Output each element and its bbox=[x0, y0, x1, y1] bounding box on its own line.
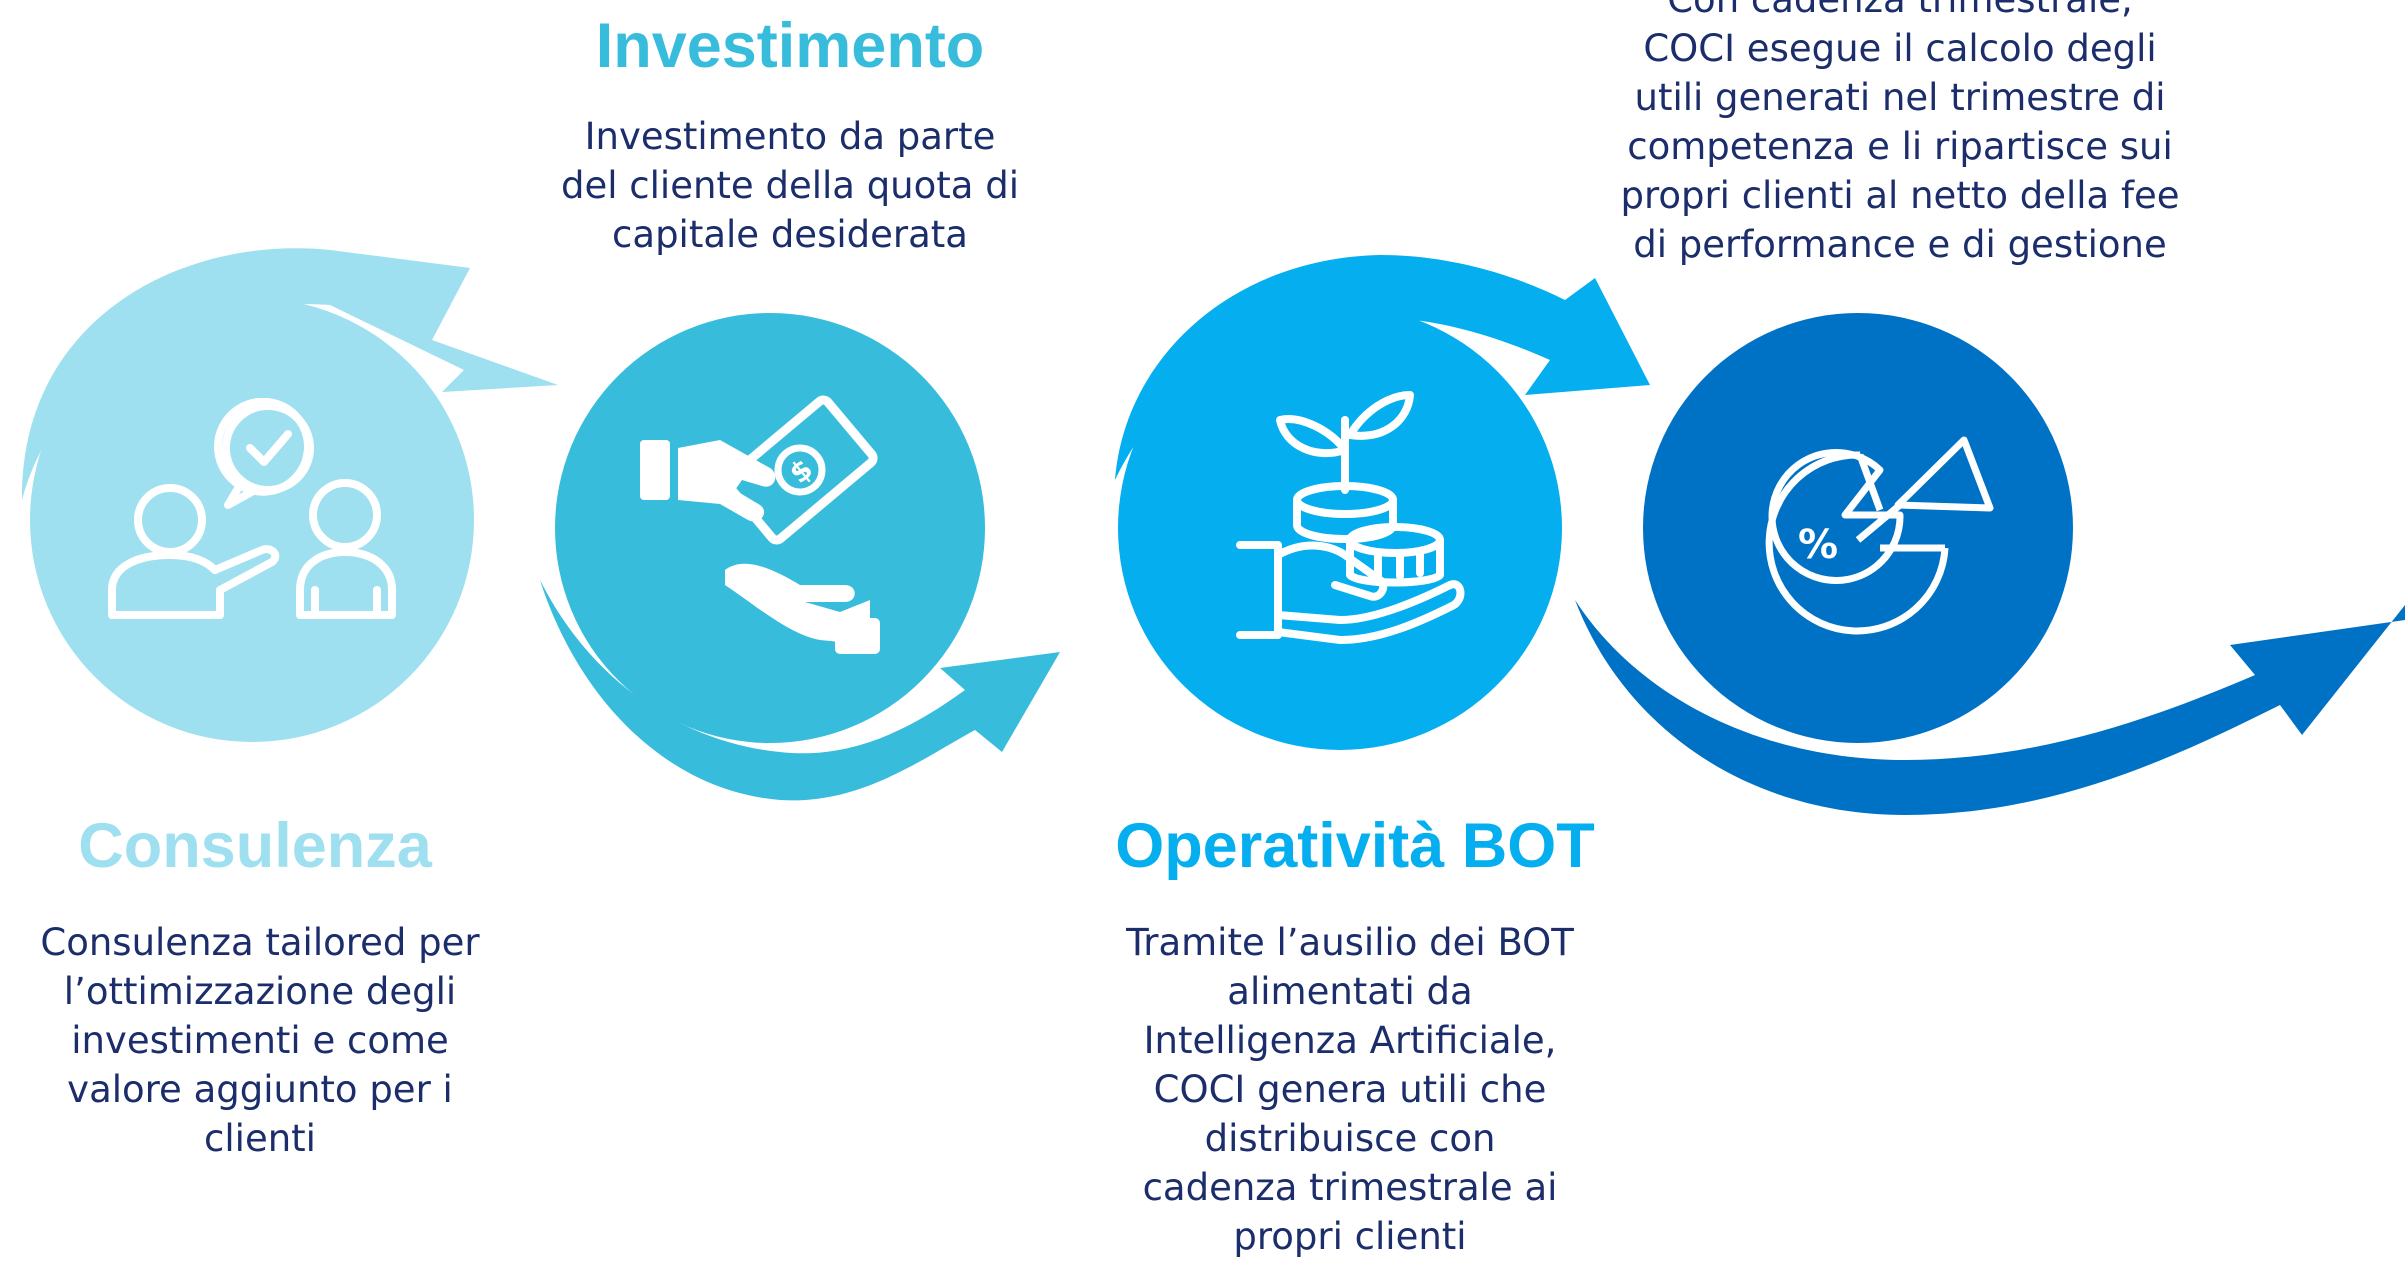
step-4-description: Con cadenza trimestrale, COCI esegue il … bbox=[1620, 0, 2180, 266]
flow-arrow-2 bbox=[540, 580, 1060, 801]
step-2-title: Investimento bbox=[595, 11, 985, 81]
flow-arrow-1 bbox=[21, 248, 558, 500]
step-1-description: Consulenza tailored per l’ottimizzazione… bbox=[40, 921, 480, 1160]
step-3-circle bbox=[1118, 306, 1562, 750]
consultation-people-icon bbox=[108, 398, 396, 619]
step-2-circle bbox=[555, 313, 985, 743]
step-1-title: Consulenza bbox=[78, 811, 432, 881]
step-2-description: Investimento da parte del cliente della … bbox=[561, 115, 1019, 256]
coins-plant-hand-icon bbox=[1236, 391, 1465, 644]
step-4-circle bbox=[1643, 313, 2073, 743]
svg-text:%: % bbox=[1798, 522, 1838, 568]
flow-arrow-3 bbox=[1115, 255, 1650, 480]
flow-arrow-4 bbox=[1575, 600, 2405, 815]
step-1-circle bbox=[30, 298, 474, 742]
step-3-description: Tramite l’ausilio dei BOT alimentati da … bbox=[1126, 921, 1574, 1258]
percent-pie-chart-icon: % bbox=[1765, 436, 1994, 635]
step-3-title: Operatività BOT bbox=[1115, 811, 1595, 881]
